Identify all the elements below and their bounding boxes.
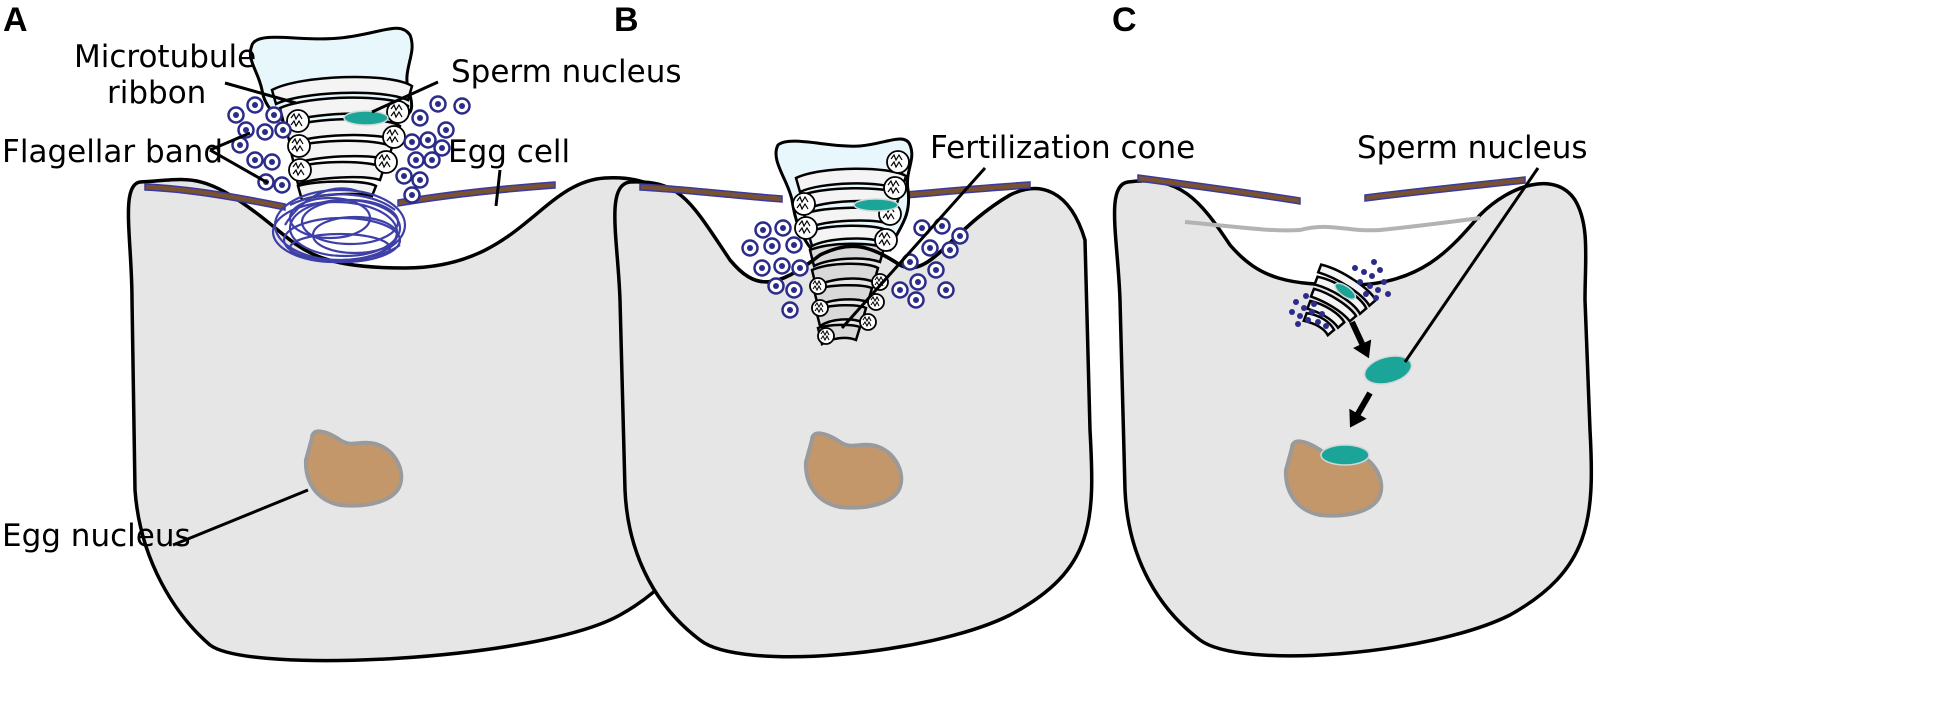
- sperm-remnant-c: [1302, 263, 1378, 338]
- sperm-nucleus-b: [853, 198, 899, 212]
- leader-line-c: [1403, 167, 1540, 363]
- sperm-nucleus-fusing-c: [1320, 444, 1370, 466]
- label-sperm-nucleus-a: Sperm nucleus: [451, 54, 682, 90]
- panel-letter-c: C: [1112, 1, 1137, 39]
- flagellar-band-right-a: [397, 181, 556, 207]
- leader-line-b: [840, 167, 987, 329]
- sperm-nucleus-a: [343, 110, 389, 126]
- panel-letter-b: B: [614, 1, 639, 39]
- vesicles-c: [1289, 259, 1391, 329]
- label-egg-cell: Egg cell: [448, 134, 570, 170]
- panel-letter-a: A: [3, 1, 28, 39]
- microtubule-ribbon-b: [794, 167, 908, 346]
- flagellar-band-left-c: [1137, 174, 1301, 205]
- egg-nucleus-a: [303, 429, 404, 508]
- panel-a: A: [2, 1, 699, 663]
- label-fertilization-cone: Fertilization cone: [930, 130, 1195, 166]
- flagellar-band-right-c: [1364, 176, 1526, 202]
- leader-lines-a: [172, 80, 502, 547]
- label-sperm-nucleus-c: Sperm nucleus: [1357, 130, 1588, 166]
- flagellar-band-left-a: [144, 183, 286, 211]
- panel-b: B: [613, 1, 1195, 659]
- egg-nucleus-b: [803, 431, 904, 510]
- flagellar-band-right-b: [904, 181, 1031, 199]
- flagella-tangle-a: [271, 187, 407, 264]
- label-flagellar-band: Flagellar band: [2, 134, 223, 170]
- label-microtubule-ribbon-1: Microtubule: [74, 39, 256, 75]
- label-egg-nucleus: Egg nucleus: [2, 518, 191, 554]
- label-microtubule-ribbon-2: ribbon: [107, 75, 206, 111]
- egg-cell-a: [126, 176, 699, 663]
- panel-c: C: [1112, 1, 1594, 658]
- old-membrane-c: [1184, 216, 1481, 233]
- sperm-nucleus-moving-c: [1363, 355, 1413, 385]
- flagellar-band-left-b: [639, 183, 783, 203]
